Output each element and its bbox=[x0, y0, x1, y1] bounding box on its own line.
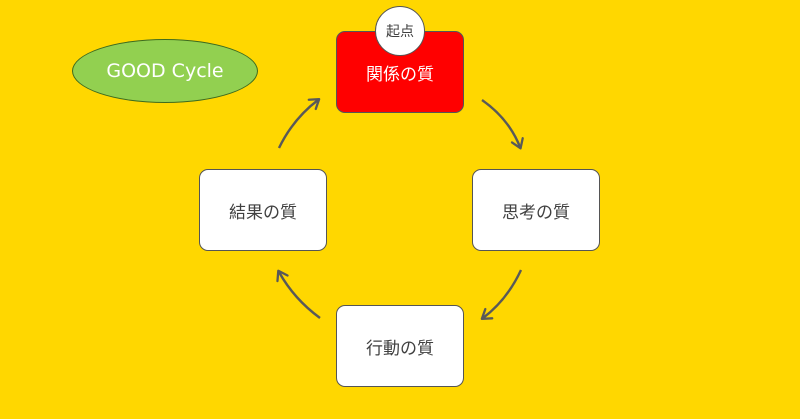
arrow-relationship-to-thinking bbox=[481, 99, 524, 150]
arrow-thinking-to-action bbox=[480, 269, 523, 321]
arrow-action-to-result bbox=[276, 269, 321, 319]
arrow-result-to-relationship bbox=[277, 97, 321, 149]
good-cycle-label: GOOD Cycle bbox=[72, 39, 258, 103]
node-action-label: 行動の質 bbox=[366, 338, 434, 359]
node-thinking-label: 思考の質 bbox=[502, 202, 570, 223]
good-cycle-text: GOOD Cycle bbox=[106, 60, 224, 82]
node-result-quality: 結果の質 bbox=[199, 169, 327, 251]
node-relationship-label: 関係の質 bbox=[366, 64, 434, 85]
start-point-badge: 起点 bbox=[375, 6, 425, 56]
node-result-label: 結果の質 bbox=[229, 202, 297, 223]
node-action-quality: 行動の質 bbox=[336, 305, 464, 387]
start-point-label: 起点 bbox=[386, 24, 414, 40]
node-thinking-quality: 思考の質 bbox=[472, 169, 600, 251]
